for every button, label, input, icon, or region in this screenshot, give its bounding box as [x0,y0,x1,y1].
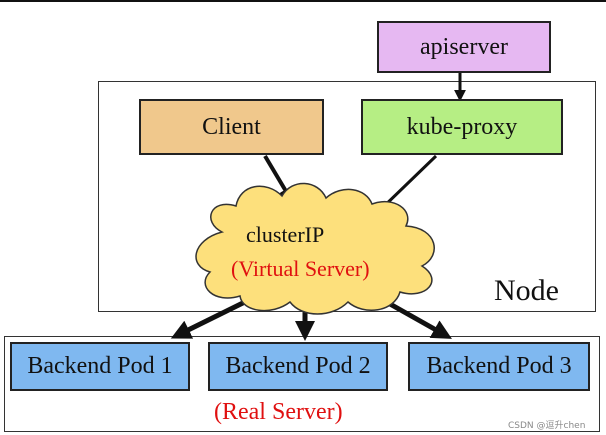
client-box: Client [139,99,324,155]
clusterip-cloud-shape [195,182,435,315]
clusterip-label: clusterIP [246,222,325,247]
backend-pod-2-box: Backend Pod 2 [208,342,388,391]
apiserver-box: apiserver [377,21,551,73]
kube-proxy-label: kube-proxy [406,113,518,140]
backend-pod-3-box: Backend Pod 3 [408,342,590,391]
real-server-label: (Real Server) [214,399,343,425]
backend-pod-2-label: Backend Pod 2 [225,353,371,379]
backend-pod-1-box: Backend Pod 1 [10,342,190,391]
backend-pod-3-label: Backend Pod 3 [426,353,572,379]
watermark: CSDN @逗升chen [508,421,586,431]
virtual-server-label: (Virtual Server) [231,256,370,281]
backend-pod-1-label: Backend Pod 1 [27,353,173,379]
kube-proxy-box: kube-proxy [361,99,563,155]
arrow-clusterip-to-pod-3 [388,301,452,339]
top-border-line [0,0,606,2]
arrow-clusterip-to-pod-1 [170,294,257,339]
node-label: Node [494,274,559,307]
client-label: Client [202,113,261,140]
node-frame [98,81,596,312]
apiserver-label: apiserver [420,33,508,60]
